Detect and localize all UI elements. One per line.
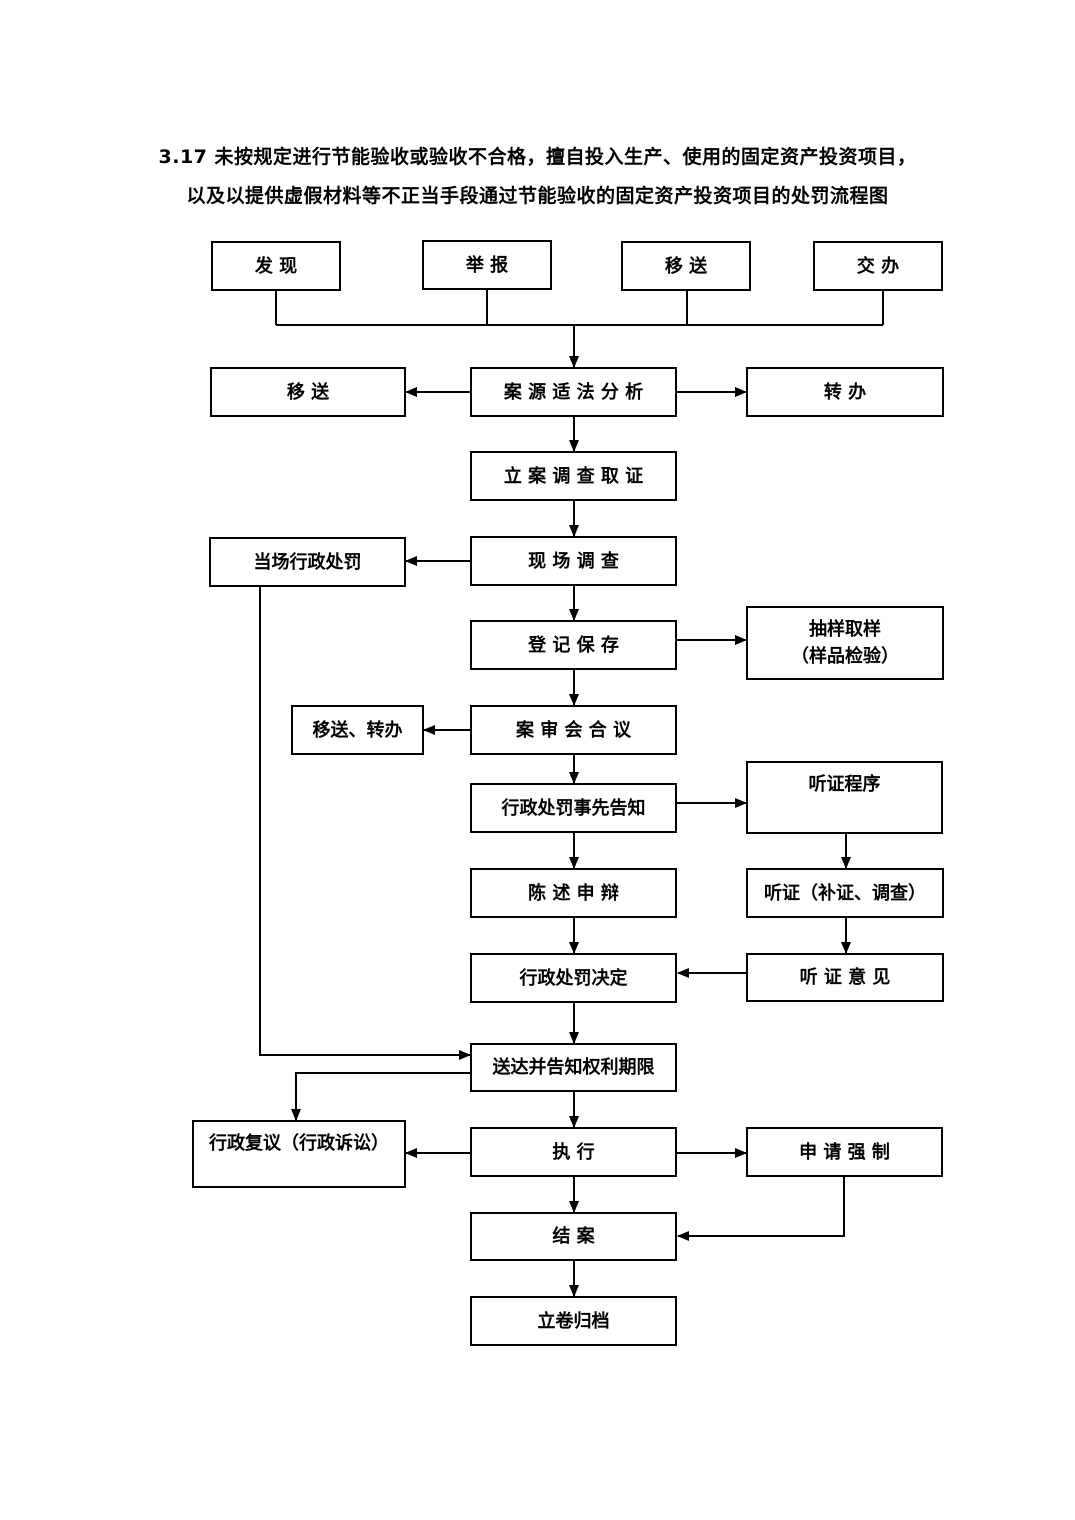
node-sampling: 抽样取样 （样品检验）: [746, 606, 944, 680]
node-apply-enforcement: 申 请 强 制: [746, 1127, 943, 1177]
node-assigned: 交 办: [813, 241, 943, 291]
node-site-investigation: 现 场 调 查: [470, 536, 677, 586]
node-transfer-hand-over: 移送、转办: [291, 705, 424, 755]
node-hearing-opinion: 听 证 意 见: [746, 953, 944, 1002]
node-report: 举 报: [422, 240, 552, 290]
node-close-case: 结 案: [470, 1212, 677, 1261]
arrow-on-site-to-deliver: [259, 586, 471, 1060]
node-prior-notice: 行政处罚事先告知: [470, 783, 677, 833]
node-execute: 执 行: [470, 1127, 677, 1177]
node-register-preserve: 登 记 保 存: [470, 620, 677, 670]
node-filing-evidence: 立 案 调 查 取 证: [470, 451, 677, 501]
node-hand-over: 转 办: [746, 367, 944, 417]
node-hearing: 听证（补证、调查）: [746, 868, 944, 918]
node-deliver-notify: 送达并告知权利期限: [470, 1043, 677, 1092]
node-penalty-decision: 行政处罚决定: [470, 953, 677, 1003]
node-case-review: 案 审 会 合 议: [470, 705, 677, 755]
node-transfer-out: 移 送: [210, 367, 406, 417]
node-case-analysis: 案 源 适 法 分 析: [470, 367, 677, 417]
node-reconsideration: 行政复议（行政诉讼）: [192, 1120, 406, 1188]
arrow-enforcement-to-close: [677, 1176, 845, 1241]
node-statement-defense: 陈 述 申 辩: [470, 868, 677, 918]
node-archive: 立卷归档: [470, 1296, 677, 1346]
page-title-line-2: 以及以提供虚假材料等不正当手段通过节能验收的固定资产投资项目的处罚流程图: [186, 185, 889, 207]
page-title-line-1: 3.17 未按规定进行节能验收或验收不合格，擅自投入生产、使用的固定资产投资项目…: [158, 146, 917, 168]
node-discover: 发 现: [211, 241, 341, 291]
node-hearing-procedure: 听证程序: [746, 761, 943, 834]
node-transfer-in: 移 送: [621, 241, 751, 291]
arrow-to-reconsideration: [291, 1072, 470, 1121]
node-on-site-penalty: 当场行政处罚: [209, 537, 406, 587]
